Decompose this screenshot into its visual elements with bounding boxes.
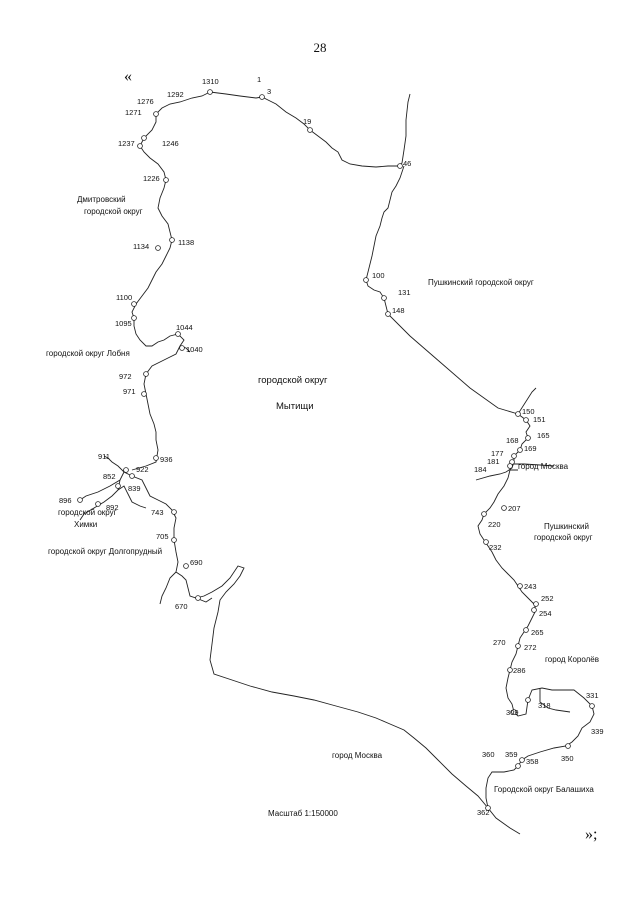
point-label: 350	[561, 754, 574, 763]
point-label: 1044	[176, 323, 193, 332]
point-label: 169	[524, 444, 537, 453]
point-label: 207	[508, 504, 521, 513]
point-label: 896	[59, 496, 72, 505]
point-label: 358	[526, 757, 539, 766]
closing-quote: »;	[585, 826, 598, 843]
point-label: 1134	[133, 242, 149, 251]
region-label-khimki: Химки	[74, 520, 97, 529]
point-label: 148	[392, 306, 405, 315]
point-label: 1276	[137, 97, 154, 106]
point-label: 252	[541, 594, 554, 603]
point-label: 19	[303, 117, 311, 126]
point-label: 331	[586, 691, 599, 700]
point-label: 1226	[143, 174, 160, 183]
point-label: 254	[539, 609, 552, 618]
point-label: 232	[489, 543, 502, 552]
point-label: 151	[533, 415, 546, 424]
point-label: 1292	[167, 90, 184, 99]
point-label: 100	[372, 271, 385, 280]
point-label: 3	[267, 87, 271, 96]
point-label: 243	[524, 582, 537, 591]
point-label: 181	[487, 457, 500, 466]
district-boundary	[103, 91, 595, 835]
point-label: 1138	[178, 238, 194, 247]
point-label: 1	[257, 75, 261, 84]
point-label: 852	[103, 472, 116, 481]
point-label: 360	[482, 750, 495, 759]
boundary-branch-lines	[79, 345, 571, 713]
point-label: 184	[474, 465, 487, 474]
point-label: 272	[524, 643, 537, 652]
point-label: 362	[477, 808, 490, 817]
boundary-point-markers	[77, 89, 595, 811]
region-label-pushkino-south: городской округ	[534, 533, 593, 542]
opening-quote: «	[124, 68, 132, 85]
point-label: 286	[513, 666, 526, 675]
point-label: 359	[505, 750, 518, 759]
point-label: 911	[98, 452, 110, 461]
point-label: 1246	[162, 139, 179, 148]
region-label-dmitrov: городской округ	[84, 207, 143, 216]
point-label: 690	[190, 558, 203, 567]
point-label: 670	[175, 602, 188, 611]
point-label: 168	[506, 436, 519, 445]
map-scale: Масштаб 1:150000	[268, 809, 338, 818]
point-label: 972	[119, 372, 132, 381]
region-label-moscow-east: город Москва	[518, 462, 569, 471]
point-label: 971	[123, 387, 136, 396]
point-label: 46	[403, 159, 411, 168]
point-label: 1100	[116, 293, 132, 302]
point-label: 220	[488, 520, 501, 529]
point-label: 1237	[118, 139, 135, 148]
point-label: 150	[522, 407, 535, 416]
point-label: 892	[106, 503, 119, 512]
point-label: 318	[538, 701, 551, 710]
region-label-pushkino-south: Пушкинский	[544, 522, 589, 531]
region-label-dolgoprudny: городской округ Долгопрудный	[48, 547, 162, 556]
region-label-pushkino-north: Пушкинский городской округ	[428, 278, 534, 287]
point-label: 1310	[202, 77, 219, 86]
point-label: 265	[531, 628, 544, 637]
region-label-balashikha: Городской округ Балашиха	[494, 785, 594, 794]
point-label: 1271	[125, 108, 142, 117]
point-label: 839	[128, 484, 141, 493]
point-label: 339	[591, 727, 604, 736]
region-label-khimki: городской округ	[58, 508, 117, 517]
point-label: 131	[398, 288, 411, 297]
point-label: 165	[537, 431, 550, 440]
point-label: 309	[506, 708, 519, 717]
region-label-mytishchi: Мытищи	[276, 401, 314, 412]
region-label-korolev: город Королёв	[545, 655, 599, 664]
point-label: 177	[491, 449, 504, 458]
region-label-lobnya: городской округ Лобня	[46, 349, 130, 358]
point-label: 1040	[186, 345, 203, 354]
page-number: 28	[313, 40, 327, 55]
region-label-moscow-south: город Москва	[332, 751, 383, 760]
point-label: 922	[136, 465, 149, 474]
point-label: 705	[156, 532, 169, 541]
point-label: 743	[151, 508, 164, 517]
region-label-dmitrov: Дмитровский	[77, 195, 126, 204]
point-label: 936	[160, 455, 173, 464]
region-label-mytishchi: городской округ	[258, 375, 328, 386]
point-label: 270	[493, 638, 506, 647]
point-label: 1095	[115, 319, 132, 328]
